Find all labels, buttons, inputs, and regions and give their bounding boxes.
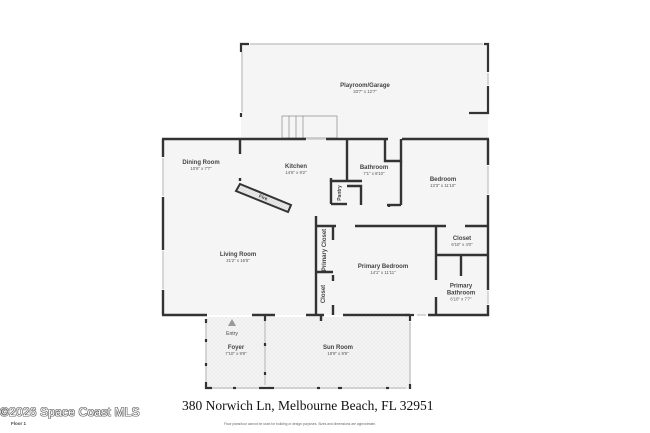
fireplace [234,182,293,214]
room-closet-small: Closet [321,284,327,304]
entry-arrow-icon [228,319,236,326]
main-windows [162,138,489,316]
room-dimensions: 14'1" x 11'11" [370,269,396,275]
entry-label: Entry [226,331,238,337]
room-name: Bedroom [429,177,457,184]
room-living: Living Room 21'2" x 16'5" [220,252,256,264]
room-name: Sun Room [323,345,353,352]
room-kitchen: Kitchen 14'6" x 9'2" [285,164,307,176]
room-sunroom: Sun Room 19'9" x 9'9" [323,345,353,357]
playroom-windows [241,43,489,112]
room-closet: Closet 6'10" x 4'0" [451,236,472,248]
room-dimensions: 33'7" x 12'7" [353,88,377,94]
room-dimensions: 7'10" x 9'9" [225,350,247,356]
room-dimensions: 21'2" x 16'5" [226,257,250,263]
room-primary-bedroom: Primary Bedroom 14'1" x 11'11" [358,264,408,276]
room-dimensions: 6'10" x 7'7" [450,296,472,302]
room-name: Bathroom [359,165,389,172]
room-playroom-garage: Playroom/Garage 33'7" x 12'7" [340,83,390,95]
room-dimensions: 14'6" x 9'2" [285,169,307,175]
property-address: 380 Norwich Ln, Melbourne Beach, FL 3295… [182,398,434,413]
room-dimensions: 13'3" x 11'10" [430,182,456,188]
main-walls [161,137,490,321]
room-primary-closet: Primary Closet [322,228,328,272]
room-name: Primary [449,283,473,290]
sunroom-walls [204,313,414,390]
disclaimer: Floor plans/tour cannot be used for buil… [224,422,376,426]
room-name: Closet [452,236,472,243]
playroom-walls [239,42,490,117]
room-name: Primary Bedroom [357,264,409,271]
room-bedroom: Bedroom 13'3" x 11'10" [430,177,456,189]
room-dimensions: 10'6" x 7'7" [190,165,212,171]
room-name: Foyer [227,345,245,352]
stairs [281,115,338,139]
room-dimensions: 19'9" x 9'9" [327,350,349,356]
room-pantry: Pantry [337,185,343,201]
room-dining: Dining Room 10'6" x 7'7" [182,160,219,172]
room-dimensions: 6'10" x 4'0" [451,241,473,247]
floor-label: Floor 1 [11,421,27,426]
floor-fills [163,44,488,389]
room-primary-bathroom: Primary Bathroom 6'10" x 7'7" [447,284,475,303]
copyright-watermark: ©2026 Space Coast MLS [0,405,140,419]
room-name-line2: Bathroom [446,290,476,297]
room-foyer: Foyer 7'10" x 9'9" [225,345,246,357]
room-name: Kitchen [284,164,308,171]
room-name: Playroom/Garage [340,83,390,90]
room-dimensions: 7'1" x 8'10" [363,170,385,176]
room-name: Dining Room [182,160,220,167]
room-bathroom: Bathroom 7'1" x 8'10" [360,165,388,177]
room-name: Living Room [219,252,257,259]
